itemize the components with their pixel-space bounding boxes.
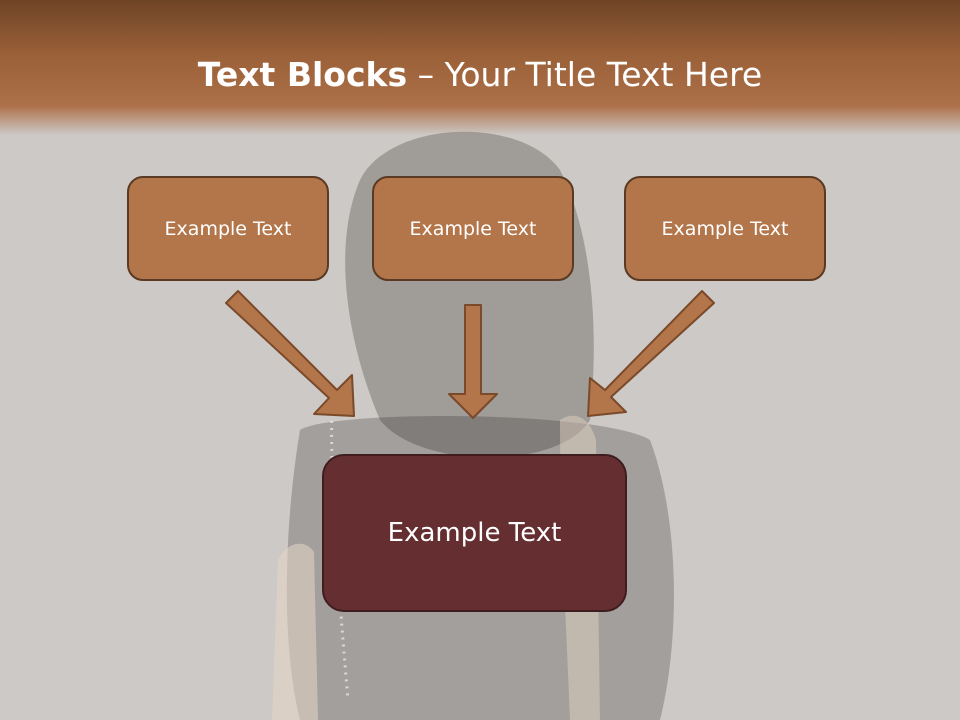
text-block-right[interactable]: Example Text <box>624 176 826 281</box>
text-block-bottom[interactable]: Example Text <box>322 454 627 612</box>
text-block-center[interactable]: Example Text <box>372 176 574 281</box>
text-block-center-label: Example Text <box>409 217 537 240</box>
text-block-bottom-label: Example Text <box>387 518 562 548</box>
text-block-left[interactable]: Example Text <box>127 176 329 281</box>
arrow-center <box>448 304 498 419</box>
slide-title: Text Blocks – Your Title Text Here <box>0 52 960 98</box>
arrow-right <box>587 290 715 417</box>
title-band <box>0 0 960 135</box>
title-rest: – Your Title Text Here <box>407 55 763 94</box>
title-strong: Text Blocks <box>197 55 408 94</box>
text-block-left-label: Example Text <box>164 217 292 240</box>
text-block-right-label: Example Text <box>661 217 789 240</box>
arrow-left <box>225 290 355 417</box>
